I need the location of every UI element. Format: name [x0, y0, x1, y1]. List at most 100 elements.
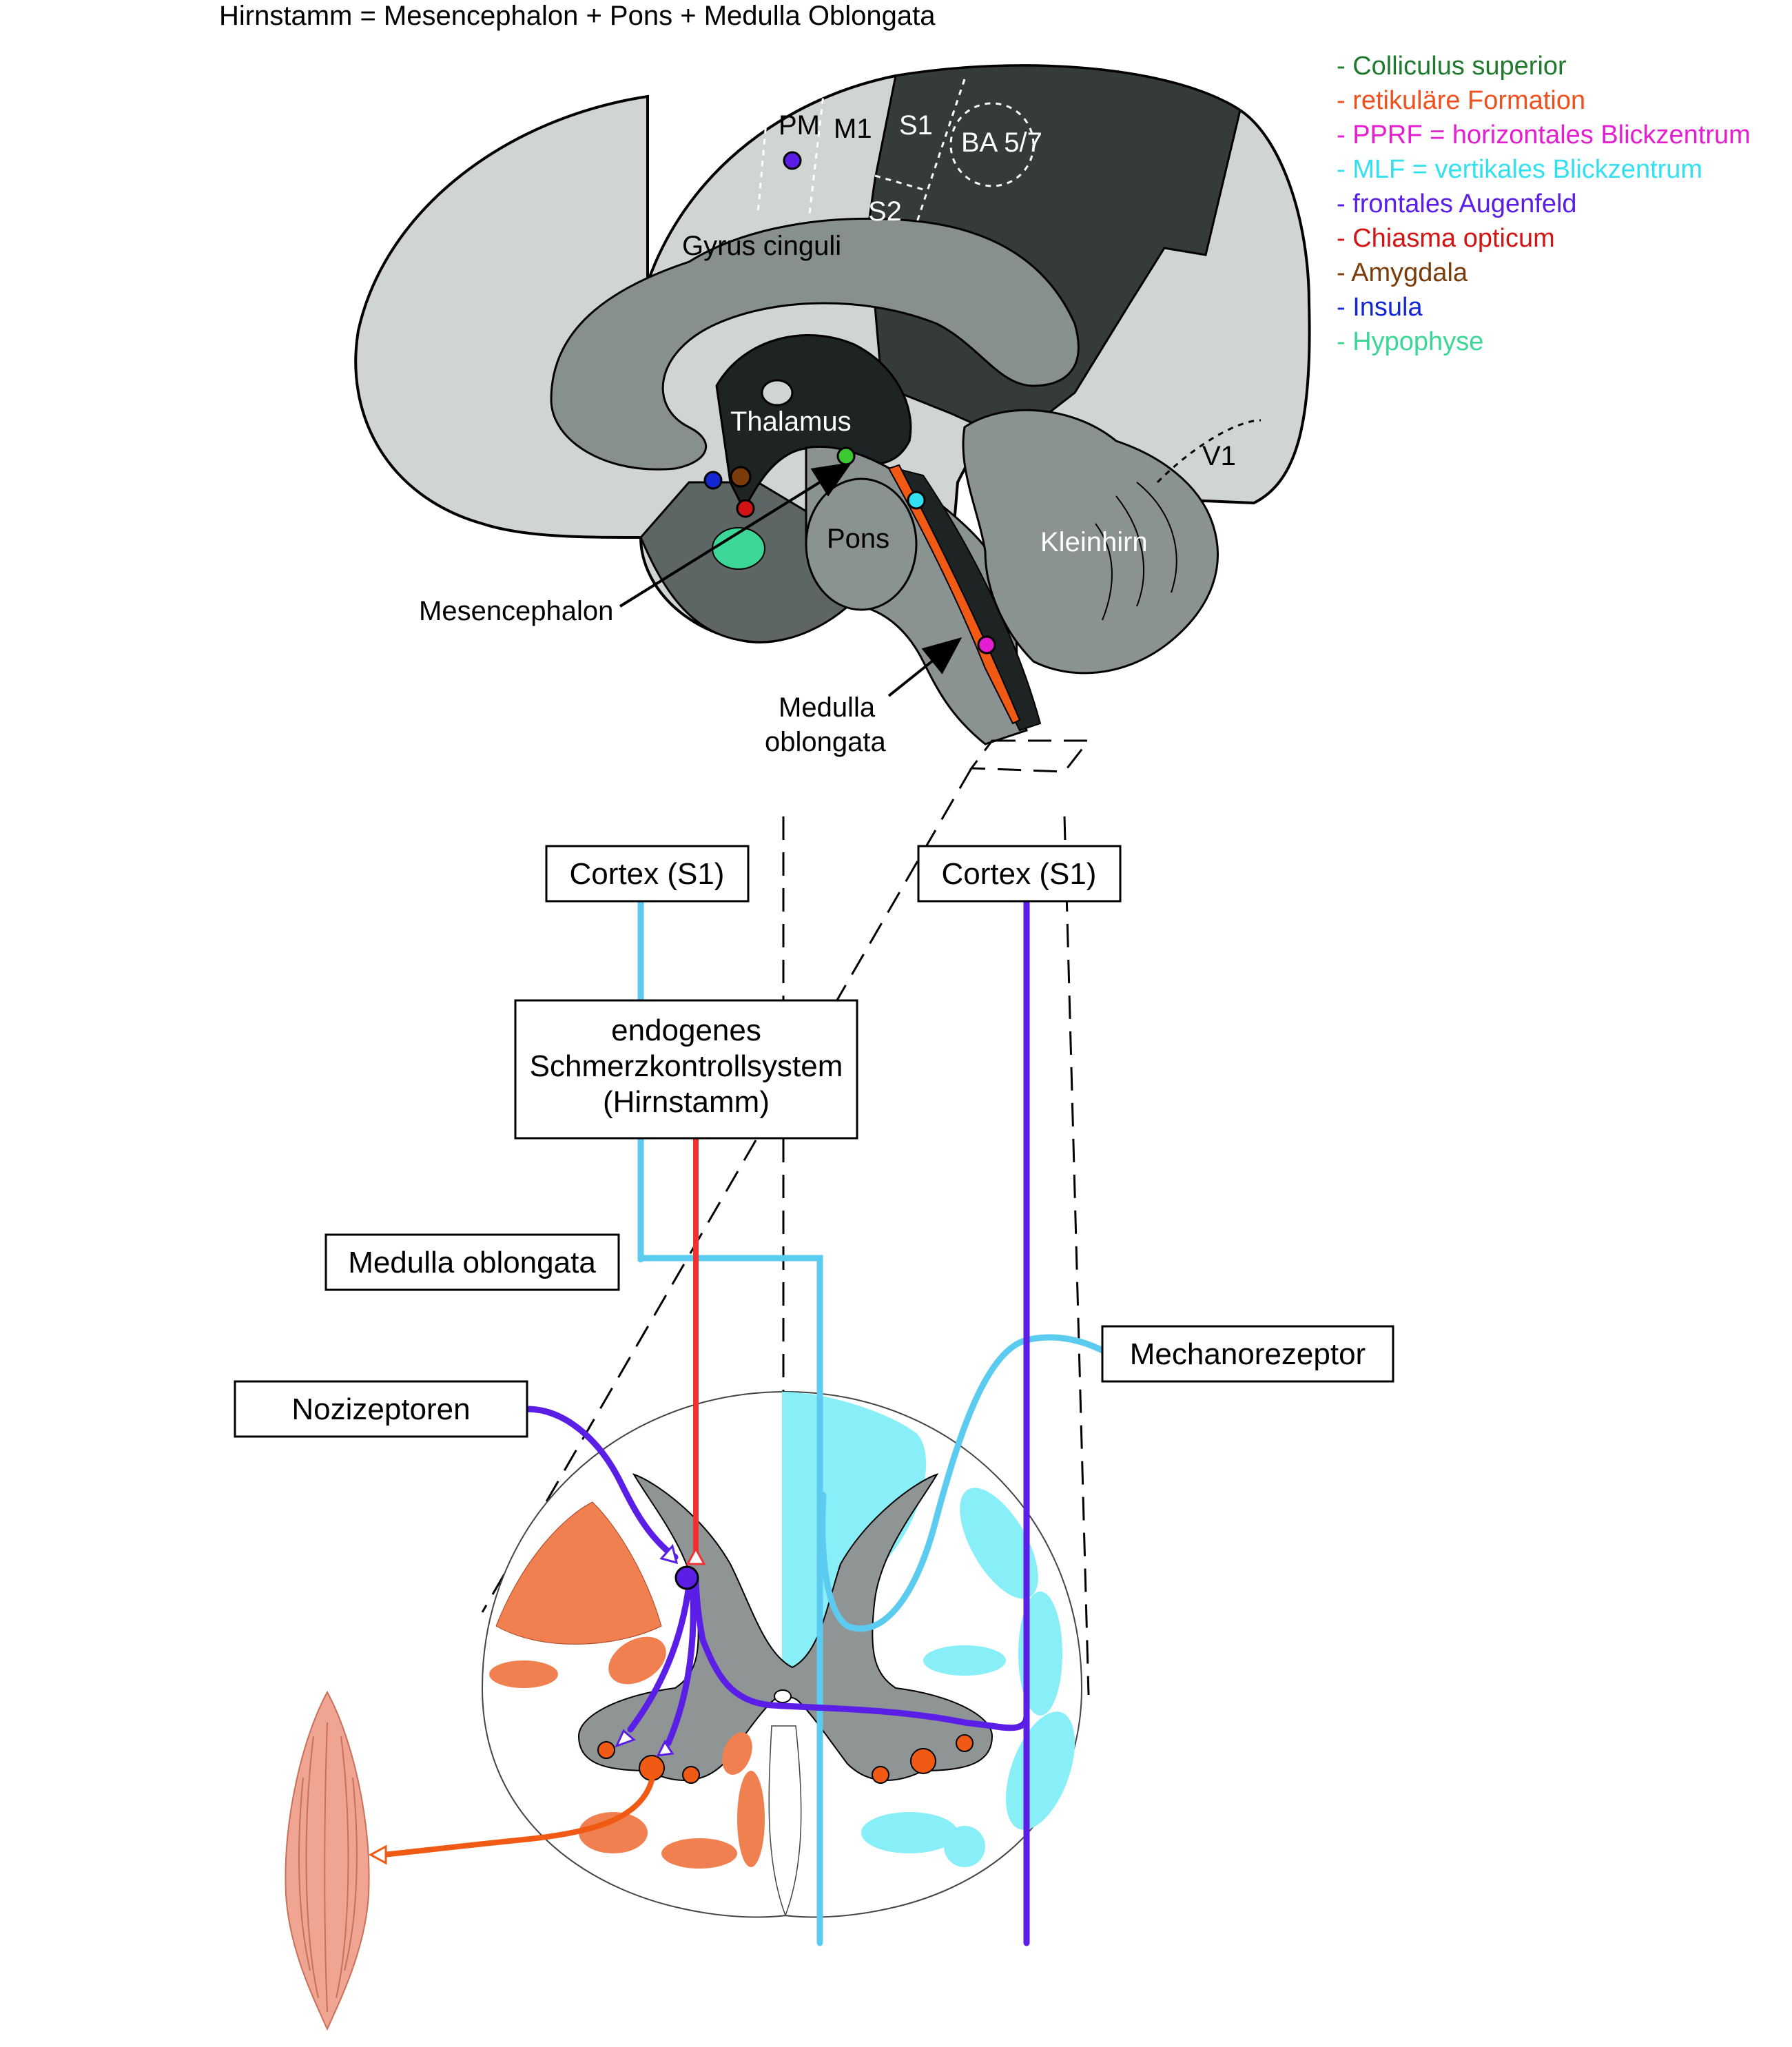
- central-canal: [774, 1689, 792, 1703]
- legend-item: - Hypophyse: [1337, 327, 1483, 356]
- label-kleinhirn: Kleinhirn: [1040, 527, 1148, 557]
- pathways: [368, 899, 1106, 1946]
- motor-neuron-2: [639, 1755, 665, 1781]
- sulcus-pm: [756, 61, 773, 214]
- label-thalamus: Thalamus: [730, 407, 852, 437]
- interthalamic-adhesion: [761, 379, 794, 407]
- reticular-formation: [887, 464, 1021, 725]
- muscle-fibers: [298, 1722, 358, 2013]
- box-nozizeptoren: Nozizeptoren: [234, 1380, 528, 1438]
- violet-soma: [674, 1565, 699, 1590]
- sulcus-v1: [1156, 419, 1261, 484]
- violet-terminal-1: [659, 1543, 679, 1565]
- dot-colliculus-superior: [836, 446, 856, 466]
- violet-terminal-3: [656, 1739, 674, 1757]
- cingulate-gyrus: [550, 218, 1080, 471]
- thalamus-region: [715, 334, 912, 513]
- tract-left-1: [495, 1501, 662, 1645]
- violet-terminal-2: [615, 1729, 636, 1748]
- orange-terminal: [368, 1844, 387, 1865]
- tract-right-5: [861, 1812, 958, 1853]
- box-endogen-line3: (Hirnstamm): [603, 1085, 770, 1119]
- label-pons: Pons: [827, 524, 889, 554]
- label-medulla-2: oblongata: [765, 727, 886, 757]
- label-ba: BA 5/7: [961, 127, 1042, 158]
- tract-left-5: [661, 1838, 737, 1869]
- label-v1: V1: [1202, 441, 1236, 471]
- tract-left-2: [489, 1660, 558, 1688]
- dot-amygdala: [730, 466, 752, 488]
- legend-item: - PPRF = horizontales Blickzentrum: [1337, 121, 1751, 150]
- dot-mlf: [907, 491, 926, 510]
- box-nozizeptoren-label: Nozizeptoren: [291, 1392, 470, 1426]
- box-medulla: Medulla oblongata: [325, 1233, 620, 1291]
- spinal-cord: [481, 1390, 1083, 1918]
- label-s2: S2: [868, 196, 902, 227]
- cerebellum-folia: [1095, 482, 1177, 621]
- box-mechanorezeptor: Mechanorezeptor: [1101, 1325, 1394, 1383]
- tract-right-1: [960, 1488, 1038, 1599]
- legend-item: - MLF = vertikales Blickzentrum: [1337, 155, 1702, 184]
- box-cortex-left-label: Cortex (S1): [570, 857, 725, 891]
- tract-right-4: [1005, 1711, 1075, 1830]
- parietal-region: [867, 64, 1242, 442]
- box-endogen-line2: Schmerzkontrollsystem: [530, 1049, 843, 1083]
- box-cortex-right: Cortex (S1): [917, 845, 1122, 903]
- brain-sagittal: PM M1 S1 S2 BA 5/7 Gyrus cinguli Thalamu…: [354, 61, 1311, 757]
- legend-item: - Colliculus superior: [1337, 52, 1567, 81]
- path-violet-right: [692, 899, 1030, 1731]
- muscle: [285, 1690, 370, 2031]
- motor-neuron-5: [910, 1748, 936, 1774]
- tract-left-4: [579, 1812, 648, 1853]
- legend-item: - Amygdala: [1337, 258, 1468, 287]
- muscle-body: [285, 1690, 370, 2031]
- box-cortex-left: Cortex (S1): [545, 845, 750, 903]
- sulcus-s1: [915, 79, 966, 225]
- label-gyrus: Gyrus cinguli: [682, 231, 841, 261]
- path-light-blue-mechano: [819, 1334, 1106, 1632]
- dot-pprf: [977, 635, 996, 655]
- motor-neuron-3: [682, 1766, 700, 1784]
- path-orange-motor: [380, 1778, 655, 1858]
- pons-bulge: [805, 477, 918, 611]
- sulcus-s2: [874, 174, 924, 191]
- page-title: Hirnstamm = Mesencephalon + Pons + Medul…: [219, 1, 936, 31]
- box-medulla-label: Medulla oblongata: [348, 1246, 596, 1279]
- motor-neuron-6: [956, 1734, 974, 1752]
- motor-neuron-1: [597, 1741, 615, 1759]
- path-violet-nozi: [524, 1406, 679, 1561]
- tract-left-6: [737, 1771, 765, 1867]
- label-s1: S1: [899, 110, 933, 141]
- median-fissure: [768, 1725, 802, 1917]
- box-mechanorezeptor-label: Mechanorezeptor: [1130, 1337, 1366, 1371]
- legend-item: - retikuläre Formation: [1337, 86, 1585, 115]
- sulcus-m1: [808, 65, 828, 214]
- motor-neuron-4: [872, 1766, 889, 1784]
- arrow-medulla: [887, 637, 962, 697]
- dot-insula: [703, 471, 723, 490]
- legend-item: - Insula: [1337, 293, 1423, 322]
- label-mesencephalon: Mesencephalon: [419, 596, 613, 626]
- box-endogen-line1: endogenes: [611, 1014, 761, 1047]
- dot-chiasma-opticum: [736, 499, 755, 518]
- tract-left-7: [722, 1732, 752, 1775]
- box-endogen: endogenes Schmerzkontrollsystem (Hirnsta…: [514, 999, 858, 1140]
- path-violet-branch-2: [665, 1581, 697, 1747]
- tract-right-6: [944, 1826, 985, 1867]
- legend-item: - frontales Augenfeld: [1337, 189, 1577, 218]
- path-violet-branch-1: [627, 1581, 692, 1733]
- ba-circle: [949, 102, 1035, 187]
- label-pm: PM: [779, 110, 820, 141]
- red-synapse-terminal: [686, 1546, 706, 1565]
- dot-frontales-augenfeld: [783, 151, 802, 170]
- arrow-mesencephalon: [619, 462, 852, 608]
- label-medulla-1: Medulla: [779, 692, 876, 723]
- legend-item: - Chiasma opticum: [1337, 224, 1555, 253]
- cerebellum: [962, 409, 1219, 675]
- tract-left-3: [608, 1636, 666, 1685]
- legend: - Colliculus superior - retikuläre Format…: [1337, 52, 1751, 356]
- box-cortex-right-label: Cortex (S1): [942, 857, 1097, 891]
- label-m1: M1: [834, 114, 872, 144]
